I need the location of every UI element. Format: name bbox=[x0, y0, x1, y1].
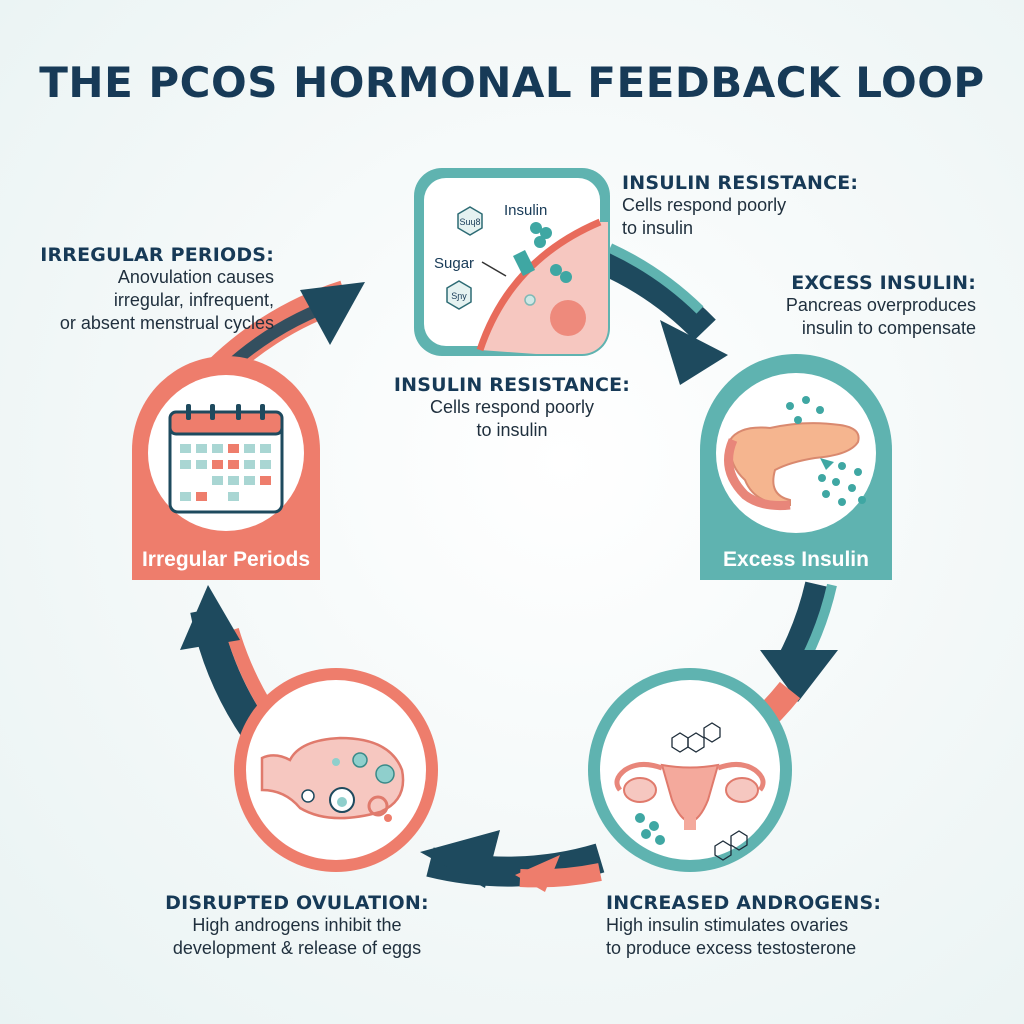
uterus-ovaries-icon bbox=[614, 762, 766, 830]
page-title: THE PCOS HORMONAL FEEDBACK LOOP bbox=[39, 58, 985, 107]
molecule-label-1: Suɥ8 bbox=[459, 217, 480, 227]
arrowhead-bottom-coral bbox=[515, 855, 560, 892]
step-insulin-resistance-center: INSULIN RESISTANCE: Cells respond poorly… bbox=[362, 374, 662, 442]
step-line: Cells respond poorly bbox=[429, 397, 595, 417]
node-excess-insulin bbox=[700, 354, 892, 580]
arrowhead-top-left bbox=[300, 282, 365, 345]
step-line: insulin to compensate bbox=[801, 318, 976, 338]
molecule-label-2: Sɲy bbox=[451, 291, 467, 301]
hex-molecule-1 bbox=[457, 206, 483, 236]
arrow-resistance-to-excess-teal bbox=[607, 243, 704, 314]
arrowhead-left bbox=[180, 585, 240, 650]
arrowhead-bottom bbox=[420, 830, 500, 888]
step-heading: INSULIN RESISTANCE: bbox=[393, 374, 631, 396]
tag-sugar: Sugar bbox=[434, 255, 474, 272]
pancreas-icon bbox=[724, 422, 860, 510]
node-increased-androgens bbox=[588, 668, 792, 872]
node-irregular-periods bbox=[132, 356, 320, 580]
step-line: High androgens inhibit the bbox=[192, 915, 402, 935]
step-heading: INCREASED ANDROGENS: bbox=[606, 892, 882, 914]
step-increased-androgens: INCREASED ANDROGENS: High insulin stimul… bbox=[606, 892, 936, 960]
step-line: Pancreas overproduces bbox=[785, 295, 976, 315]
hex-molecule-2 bbox=[446, 280, 472, 310]
arrowhead-right bbox=[760, 650, 838, 702]
node-disrupted-ovulation bbox=[234, 668, 438, 872]
ovary-follicles-icon bbox=[260, 736, 405, 822]
step-line: to insulin bbox=[476, 420, 548, 440]
step-line: Anovulation causes bbox=[117, 267, 274, 287]
card-label-excess-insulin: Excess Insulin bbox=[723, 548, 869, 571]
step-line: to insulin bbox=[622, 218, 694, 238]
step-irregular-periods: IRREGULAR PERIODS: Anovulation causes ir… bbox=[18, 244, 274, 335]
step-insulin-resistance-top: INSULIN RESISTANCE: Cells respond poorly… bbox=[622, 172, 922, 240]
step-line: Cells respond poorly bbox=[622, 195, 787, 215]
step-heading: INSULIN RESISTANCE: bbox=[622, 172, 859, 194]
step-heading: EXCESS INSULIN: bbox=[791, 272, 976, 294]
step-line: development & release of eggs bbox=[172, 938, 422, 958]
step-line: to produce excess testosterone bbox=[606, 938, 857, 958]
step-heading: IRREGULAR PERIODS: bbox=[40, 244, 274, 266]
step-line: High insulin stimulates ovaries bbox=[606, 915, 849, 935]
step-disrupted-ovulation: DISRUPTED OVULATION: High androgens inhi… bbox=[132, 892, 462, 960]
calendar-icon bbox=[168, 404, 284, 514]
step-line: or absent menstrual cycles bbox=[59, 313, 274, 333]
arrowhead-top-right bbox=[660, 320, 728, 385]
step-line: irregular, infrequent, bbox=[113, 290, 274, 310]
arrow-resistance-to-excess bbox=[598, 246, 716, 341]
card-label-irregular-periods: Irregular Periods bbox=[141, 548, 311, 571]
step-heading: DISRUPTED OVULATION: bbox=[165, 892, 429, 914]
tag-insulin: Insulin bbox=[504, 202, 547, 219]
step-excess-insulin: EXCESS INSULIN: Pancreas overproduces in… bbox=[690, 272, 976, 340]
node-insulin-resistance: Insulin Sugar Suɥ8 Sɲy bbox=[414, 168, 610, 356]
